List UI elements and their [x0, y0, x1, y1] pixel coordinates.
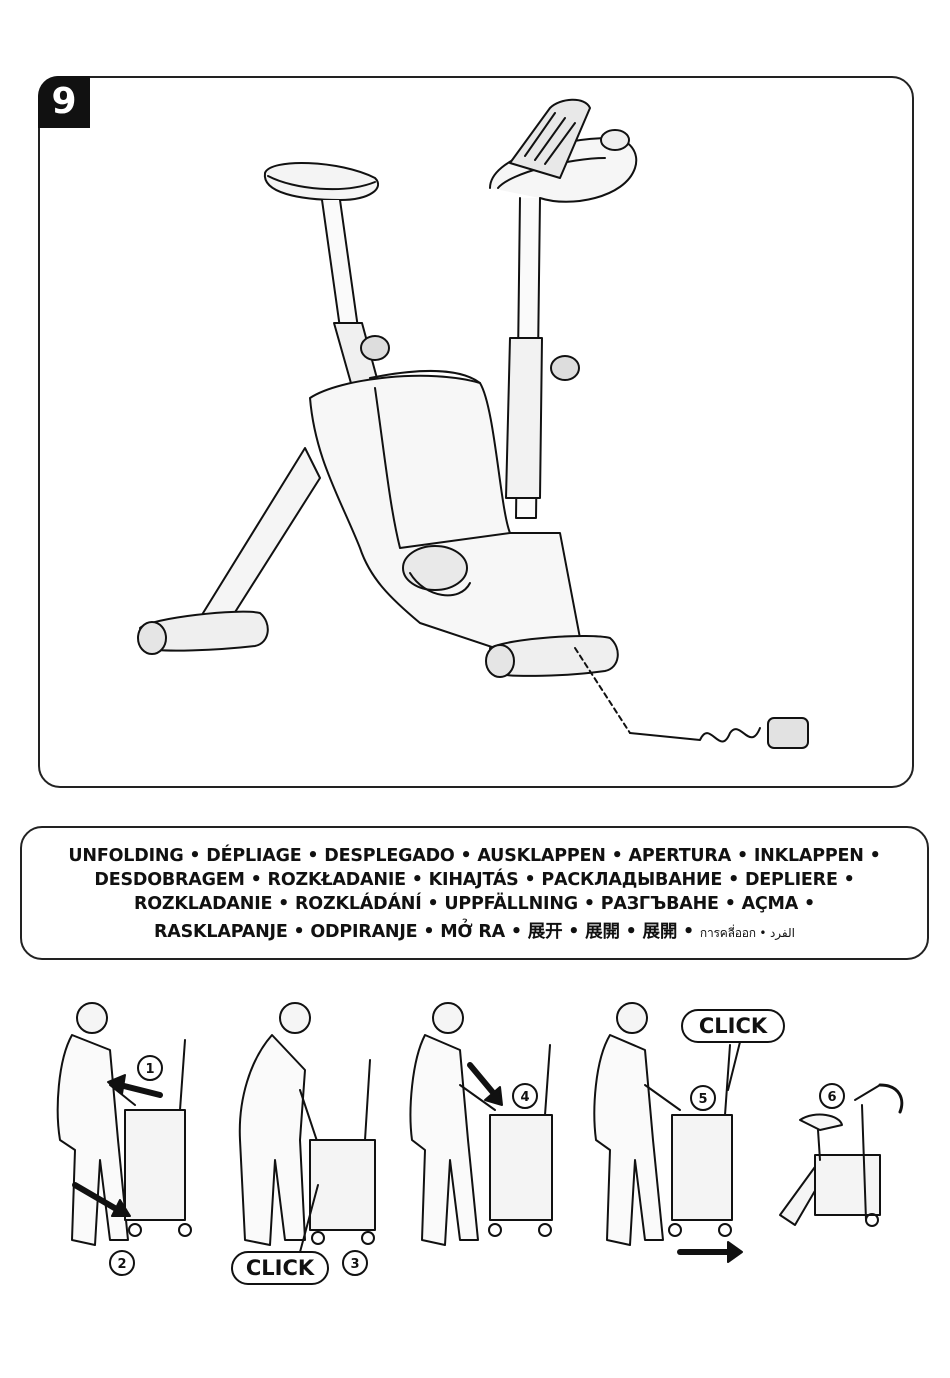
step-number-6: 6: [827, 1090, 836, 1105]
title-line-4-main: RASKLAPANJE • ODPIRANJE • MỞ RA • 展开 • 展…: [154, 922, 694, 942]
title-line-4: RASKLAPANJE • ODPIRANJE • MỞ RA • 展开 • 展…: [22, 918, 927, 943]
step-number-4: 4: [520, 1090, 529, 1105]
title-line-1: UNFOLDING • DÉPLIAGE • DESPLEGADO • AUSK…: [22, 846, 927, 866]
step-figure-5: [780, 1085, 902, 1226]
exercise-bike-illustration: [40, 78, 912, 786]
step-number-3: 3: [350, 1257, 359, 1272]
unfolding-steps-illustration: 1 2 3 4 5 6 CLICK CLICK: [0, 990, 950, 1300]
multilingual-title-box: UNFOLDING • DÉPLIAGE • DESPLEGADO • AUSK…: [20, 826, 929, 960]
step-number-1: 1: [145, 1062, 154, 1077]
step-figure-3: [411, 1003, 552, 1245]
title-line-3: ROZKLADANIE • ROZKLÁDÁNÍ • UPPFÄLLNING •…: [22, 894, 927, 914]
title-line-4-small: การคลี่ออก • الفرد: [700, 926, 795, 940]
click-label-right: CLICK: [699, 1014, 768, 1038]
title-line-2: DESDOBRAGEM • ROZKŁADANIE • KIHAJTÁS • Р…: [22, 870, 927, 890]
step-number-2: 2: [117, 1257, 126, 1272]
click-label-left: CLICK: [246, 1256, 315, 1280]
step-figure-2: [240, 1003, 375, 1245]
step-number-5: 5: [698, 1092, 707, 1107]
